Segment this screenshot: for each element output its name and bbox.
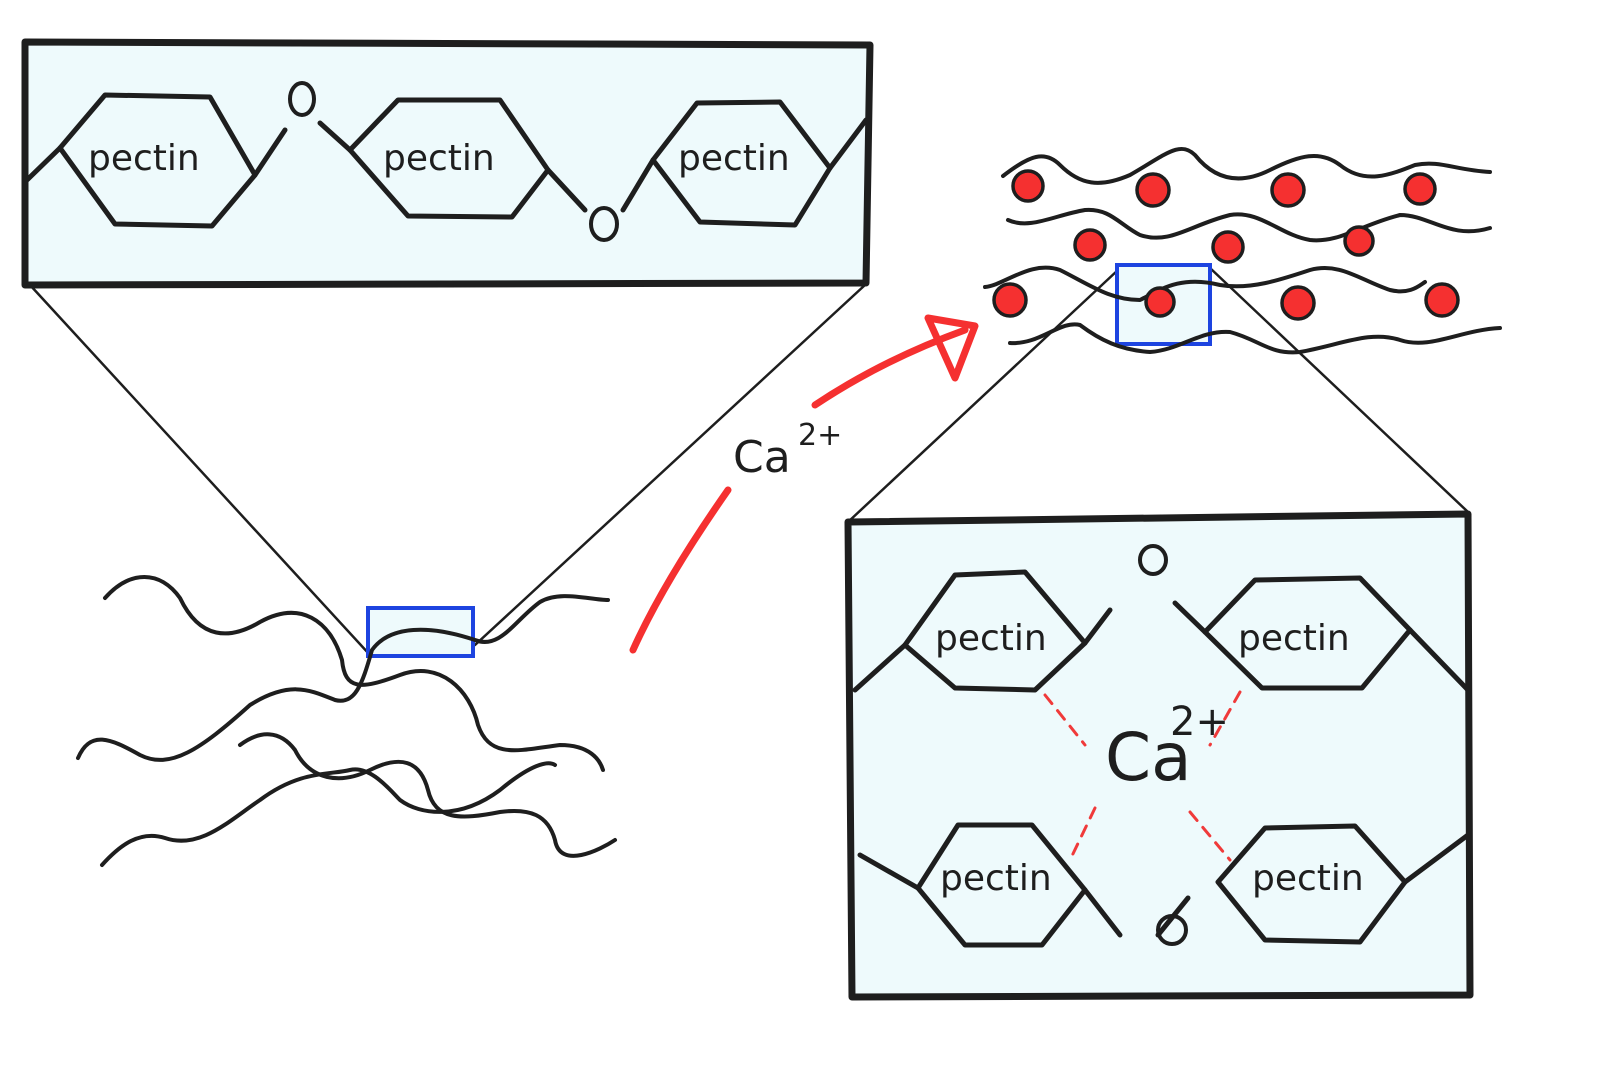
calcium-ion: [1403, 172, 1437, 206]
ionic-bond: [1188, 810, 1232, 862]
pectin-label: pectin: [88, 138, 200, 179]
calcium-addition-arrow: Ca 2+: [629, 314, 979, 654]
central-calcium-charge-label: 2+: [1170, 699, 1229, 745]
zoom-connector-left-a: [28, 283, 372, 657]
zoom-connector-right-a: [846, 268, 1120, 524]
calcium-ion: [1073, 228, 1107, 262]
calcium-ion: [1280, 285, 1316, 321]
ionic-bond: [1043, 693, 1087, 747]
calcium-ion: [1135, 172, 1171, 208]
zoom-connector-left-b: [473, 283, 867, 647]
pectin-ring: [1215, 823, 1408, 945]
pectin-label: pectin: [1252, 858, 1364, 899]
oxygen-atom: [1156, 914, 1188, 946]
calcium-ion: [1343, 225, 1375, 257]
pectin-label: pectin: [940, 858, 1052, 899]
calcium-ion: [1144, 286, 1176, 318]
calcium-charge-label: 2+: [798, 418, 842, 453]
pectin-label: pectin: [935, 618, 1047, 659]
top-panel-linear-pectin: pectin pectin pectin: [21, 38, 874, 289]
pectin-label: pectin: [1238, 618, 1350, 659]
oxygen-atom: [589, 206, 619, 242]
calcium-ion: [1011, 169, 1045, 203]
ionic-bond: [1068, 806, 1097, 862]
pectin-label: pectin: [383, 138, 495, 179]
pectin-label: pectin: [678, 138, 790, 179]
calcium-ion: [1211, 230, 1245, 264]
egg-box-detail-panel: pectin pectin pectin pectin Ca 2+: [844, 510, 1474, 1001]
zoom-box-left: [366, 606, 475, 658]
tangled-pectin-strands: [76, 575, 617, 867]
oxygen-atom: [1138, 544, 1168, 576]
calcium-ion: [1424, 282, 1460, 318]
calcium-ion: [992, 282, 1028, 318]
zoom-connector-right-b: [1208, 266, 1470, 514]
calcium-ion-label: Ca: [733, 432, 791, 483]
oxygen-atom: [288, 81, 316, 117]
calcium-ion: [1270, 172, 1306, 208]
central-calcium-ion-label: Ca: [1105, 719, 1192, 796]
ionic-bond: [1208, 690, 1242, 747]
egg-box-gel-network: [983, 146, 1502, 355]
